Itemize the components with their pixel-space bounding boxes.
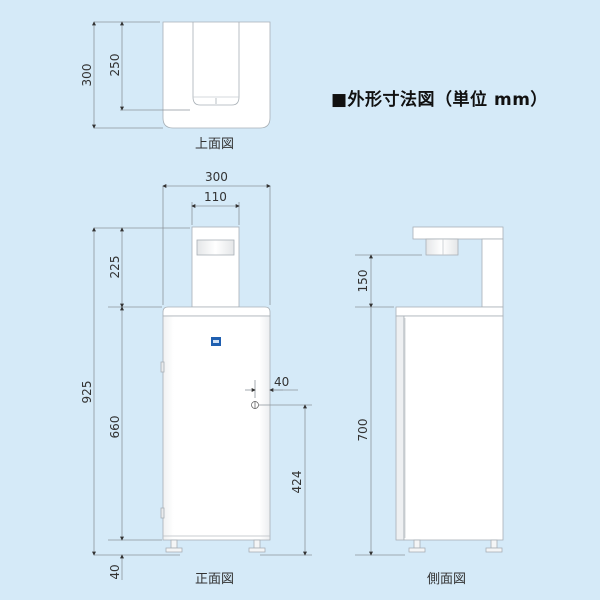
dim-front-height-tower: 225 bbox=[108, 255, 122, 279]
page-title: ■外形寸法図（単位 mm） bbox=[331, 90, 548, 110]
caption-front-view: 正面図 bbox=[195, 572, 235, 587]
dim-top-depth-total: 300 bbox=[80, 63, 94, 87]
dim-top-depth-inner: 250 bbox=[108, 53, 122, 77]
dim-side-height-body: 700 bbox=[356, 418, 370, 442]
dim-front-height-total: 925 bbox=[80, 380, 94, 404]
dim-front-width-tower: 110 bbox=[204, 190, 227, 204]
dim-front-width-total: 300 bbox=[205, 170, 228, 184]
caption-side-view: 側面図 bbox=[427, 572, 467, 587]
dim-front-outlet-offset: 40 bbox=[274, 375, 290, 389]
dim-front-height-body: 660 bbox=[108, 415, 122, 439]
dim-front-outlet-height: 424 bbox=[290, 470, 304, 494]
caption-top-view: 上面図 bbox=[195, 137, 235, 152]
dim-front-height-feet: 40 bbox=[108, 564, 122, 580]
dim-side-height-tower: 150 bbox=[356, 269, 370, 293]
